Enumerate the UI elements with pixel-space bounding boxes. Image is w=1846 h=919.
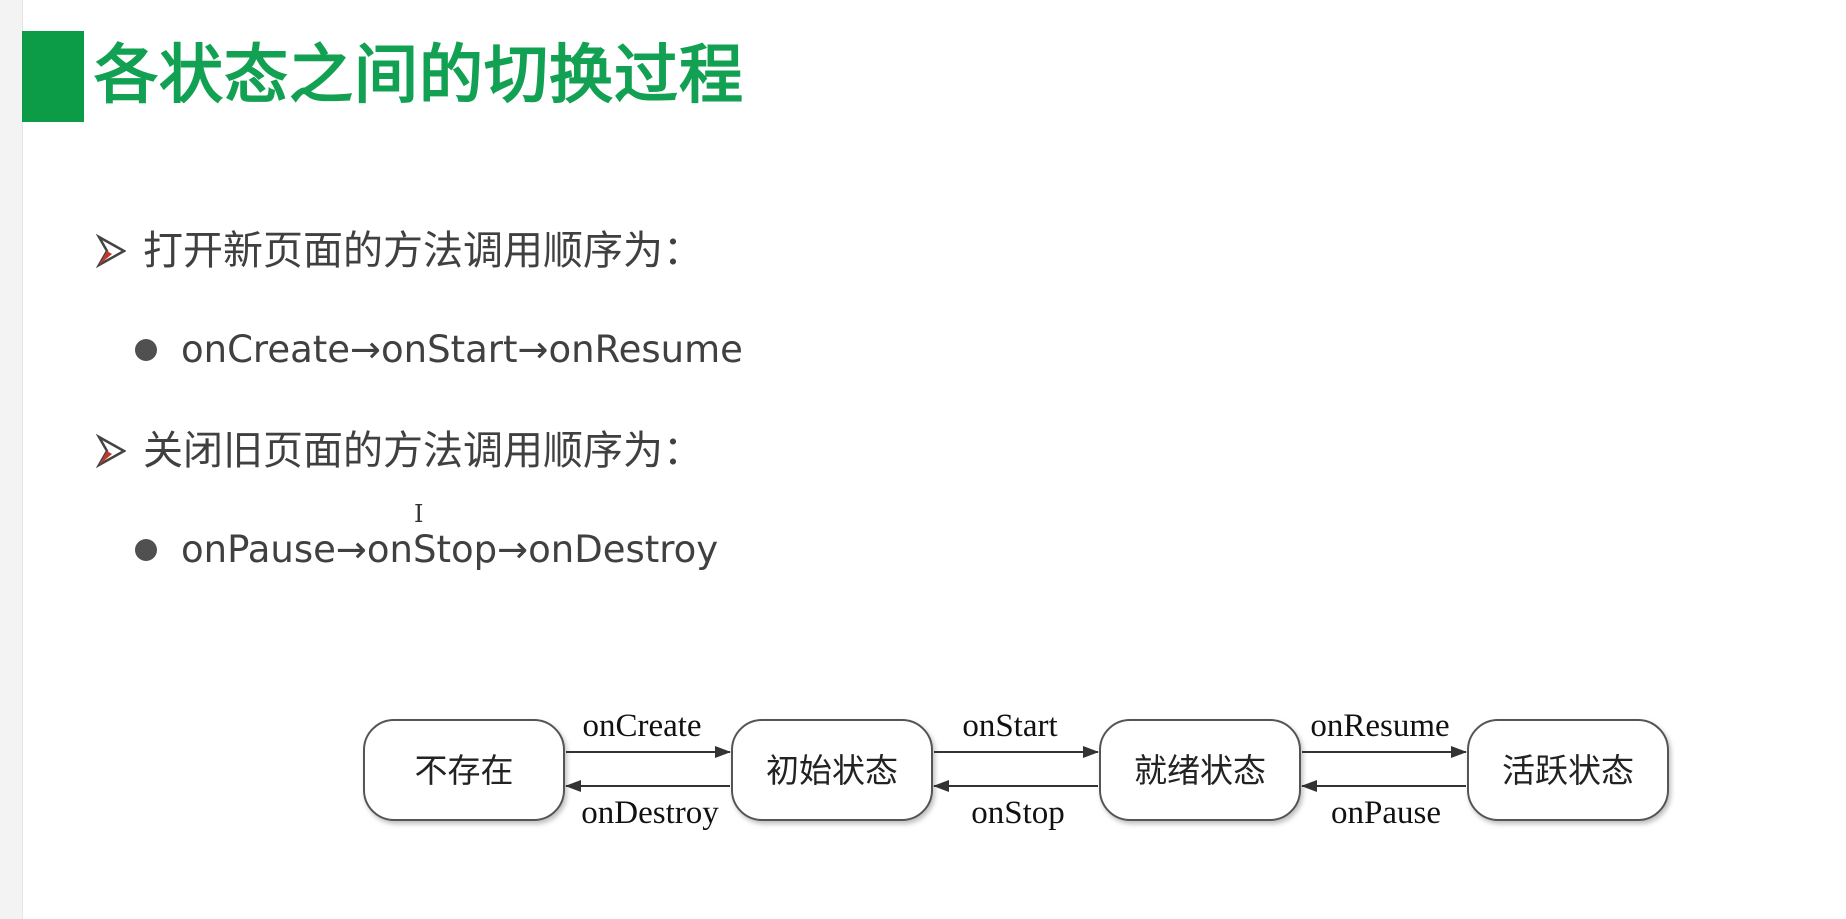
left-edge <box>0 0 23 919</box>
section-heading-close: 关闭旧页面的方法调用顺序为： <box>143 428 703 474</box>
edge-label-backward: onPause <box>1331 795 1441 831</box>
title-accent-bar <box>22 31 84 122</box>
edge-label-forward: onCreate <box>582 708 701 744</box>
arrow-bullet-icon <box>96 234 126 268</box>
section-heading-open: 打开新页面的方法调用顺序为： <box>143 228 703 274</box>
edge-label-forward: onStart <box>962 708 1057 744</box>
arrow-bullet-icon <box>96 434 126 468</box>
state-label: 不存在 <box>415 751 514 790</box>
state-node: 初始状态 <box>731 719 933 821</box>
sequence-open: onCreate→onStart→onResume <box>181 328 743 371</box>
edge-label-backward: onDestroy <box>581 795 719 831</box>
state-label: 就绪状态 <box>1134 751 1266 790</box>
bullet-dot-icon <box>135 539 157 561</box>
sequence-close: onPause→onStop→onDestroy <box>181 528 719 571</box>
state-diagram: 不存在 初始状态 就绪状态 活跃状态 onCreate onStart onRe… <box>363 708 1669 831</box>
state-node: 不存在 <box>363 719 565 821</box>
state-label: 活跃状态 <box>1502 751 1634 790</box>
state-node: 就绪状态 <box>1099 719 1301 821</box>
state-label: 初始状态 <box>766 751 898 790</box>
bullet-dot-icon <box>135 339 157 361</box>
edge-label-forward: onResume <box>1310 708 1449 744</box>
page-title: 各状态之间的切换过程 <box>94 39 744 113</box>
edge-label-backward: onStop <box>971 795 1065 831</box>
text-cursor-icon: I <box>414 500 424 528</box>
state-node: 活跃状态 <box>1467 719 1669 821</box>
